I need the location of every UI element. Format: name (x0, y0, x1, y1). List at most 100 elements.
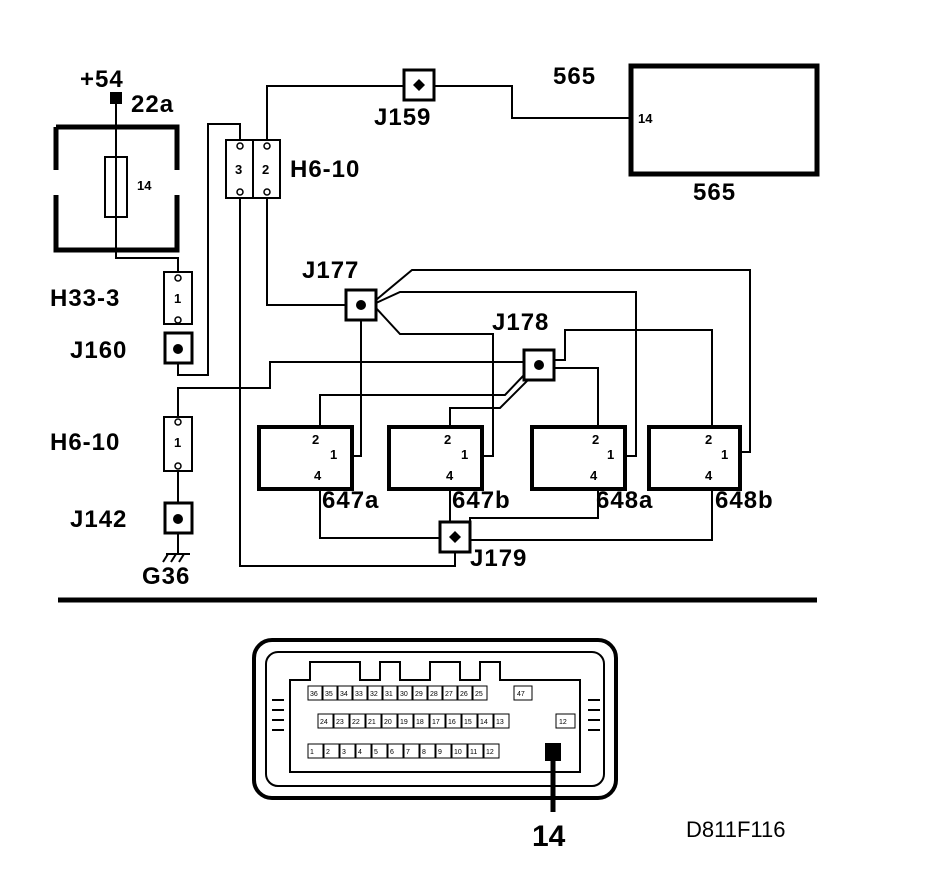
connector-pin-number: 17 (432, 719, 440, 726)
connector-pin-number: 26 (460, 691, 468, 698)
wire-supply (115, 104, 179, 272)
connector-pin-cell (483, 743, 500, 759)
connector-pin-number: 36 (310, 691, 318, 698)
connector-pin-cell (317, 713, 334, 729)
junction-j178: J178 (492, 309, 556, 382)
connector-pin-number: 22 (352, 719, 360, 726)
connector-pin-cell (337, 685, 353, 701)
junction-j159: J159 (374, 68, 436, 131)
label-j178: J178 (492, 309, 549, 336)
connector-pin-number: 28 (430, 691, 438, 698)
connector-h33-3: 1 H33-3 (50, 271, 193, 325)
connector-pin-number: 6 (390, 749, 394, 756)
connector-pin-number: 15 (464, 719, 472, 726)
connector-pin-number: 4 (358, 749, 362, 756)
connector-pin-number: 11 (470, 749, 477, 756)
connector-pin-cell (367, 685, 383, 701)
wire-h6top-j177 (266, 198, 346, 306)
label-j160: J160 (70, 337, 127, 364)
wire-j160-up (177, 123, 241, 376)
connector-pin-cell (457, 685, 473, 701)
connector-pin-number: 10 (454, 749, 462, 756)
connector-pin-cell (413, 713, 430, 729)
connector-pin-number: 32 (370, 691, 378, 698)
connector-pin-number: 14 (480, 719, 488, 726)
connector-pin-cell (442, 685, 458, 701)
connector-pin-cell (435, 743, 452, 759)
label-647b: 647b (452, 487, 511, 514)
label-647a: 647a (322, 487, 379, 514)
connector-pin-cell (477, 713, 494, 729)
647a-pin-2: 2 (312, 432, 319, 447)
connector-pin-number: 9 (438, 749, 442, 756)
connector-pin-cell (333, 713, 350, 729)
648a-pin-4: 4 (590, 468, 598, 483)
connector-h6-10-top: 3 2 H6-10 (225, 139, 360, 199)
connector-pin-cell (412, 685, 428, 701)
connector-pin-cell (339, 743, 356, 759)
648b-pin-1: 1 (721, 447, 728, 462)
wire-j177-648a (375, 291, 637, 457)
connector-pin-cell (387, 743, 404, 759)
control-unit-565: 14 565 565 (553, 63, 820, 206)
component-647a: 2 1 4 647a (257, 425, 379, 514)
wire-648b-j179 (470, 489, 713, 541)
label-j177: J177 (302, 257, 359, 284)
connector-pin-number: 24 (320, 719, 328, 726)
label-h6-10-top: H6-10 (290, 156, 360, 183)
label-j142: J142 (70, 506, 127, 533)
connector-pin-number: 29 (415, 691, 423, 698)
label-648a: 648a (596, 487, 653, 514)
connector-pin-cell (445, 713, 462, 729)
connector-pin-number: 25 (475, 691, 483, 698)
648b-pin-4: 4 (705, 468, 713, 483)
connector-pin-number-end: 47 (517, 691, 525, 698)
connector-pin-number: 2 (326, 749, 330, 756)
component-648b: 2 1 4 648b (647, 425, 773, 514)
wire-j177-647b (375, 307, 494, 457)
647b-pin-1: 1 (461, 447, 468, 462)
wire-647a-j179 (319, 489, 440, 539)
connector-pin-number: 33 (355, 691, 363, 698)
connector-pin-cell (451, 743, 468, 759)
h33-pin-1: 1 (174, 291, 181, 306)
connector-pin-cell (323, 743, 340, 759)
connector-pin-cell (352, 685, 368, 701)
label-plus54: +54 (80, 66, 124, 93)
wire-h6top-j179 (239, 198, 456, 567)
connector-pin-cell (397, 713, 414, 729)
connector-pin-cell (461, 713, 478, 729)
connector-pin-number: 23 (336, 719, 344, 726)
connector-pin-cell (365, 713, 382, 729)
connector-pin-number: 8 (422, 749, 426, 756)
wire-h6top-j159 (266, 85, 404, 140)
label-565-top: 565 (553, 63, 596, 90)
ground-g36: G36 (142, 533, 190, 590)
label-565-bottom: 565 (693, 179, 736, 206)
647a-pin-1: 1 (330, 447, 337, 462)
connector-pin-number: 34 (340, 691, 348, 698)
647b-pin-4: 4 (446, 468, 454, 483)
label-j179: J179 (470, 545, 527, 572)
supply-terminal: +54 22a (80, 66, 173, 118)
junction-j142: J142 (70, 501, 194, 535)
pin-14-highlight (545, 743, 561, 761)
connector-pin-number: 31 (385, 691, 393, 698)
h6-top-pin-2: 2 (262, 162, 269, 177)
648a-pin-2: 2 (592, 432, 599, 447)
connector-pin-cell (427, 685, 443, 701)
connector-pin-number: 27 (445, 691, 453, 698)
connector-pin-cell-end (555, 713, 576, 729)
connector-pin-cell (472, 685, 488, 701)
h6-left-pin-1: 1 (174, 435, 181, 450)
component-647b: 2 1 4 647b (387, 425, 511, 514)
connector-pin-number: 16 (448, 719, 456, 726)
connector-pin-number: 19 (400, 719, 408, 726)
connector-pin-cell (307, 685, 323, 701)
connector-pin-number: 30 (400, 691, 408, 698)
connector-pin-number: 7 (406, 749, 410, 756)
